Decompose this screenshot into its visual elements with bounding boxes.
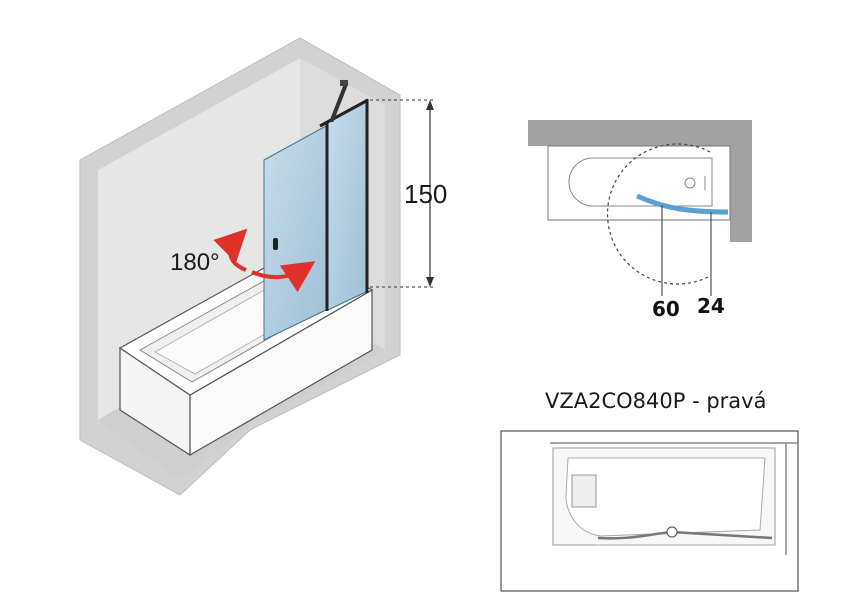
dim-24-label: 24: [697, 294, 725, 318]
plan-view-diagram: VZA2CO840P - pravá: [500, 389, 799, 592]
glass-top-rail: [319, 98, 369, 128]
plan-view-title: VZA2CO840P - pravá: [545, 389, 766, 413]
top-view-wall: [528, 120, 752, 242]
plan-view-tub-basin: [565, 457, 766, 537]
top-view-glass-line: [636, 193, 729, 215]
rotation-label: 180°: [170, 249, 220, 276]
stabilizer-clamp-icon: [340, 80, 348, 86]
top-view-drain-icon: [684, 177, 696, 189]
plan-view-drain-icon: [666, 526, 678, 538]
plan-view-headrest-icon: [571, 474, 597, 508]
height-dim-arrow-top-icon: [426, 100, 434, 110]
height-dim-arrow-bottom-icon: [426, 277, 434, 287]
top-view-diagram: 60 24: [528, 120, 752, 321]
top-view-basin: [568, 157, 713, 207]
iso-bathtub-view: 150 180°: [79, 37, 447, 496]
stabilizer-bar-icon: [330, 82, 348, 122]
top-view-swing-arc: [606, 143, 711, 285]
glass-handle: [273, 238, 278, 250]
glass-panel-fixed: [327, 99, 367, 311]
rotation-arrow-icon: [213, 228, 248, 272]
rotation-arrow-lower-icon: [251, 261, 316, 293]
dim-60-label: 60: [652, 297, 680, 321]
height-label: 150: [404, 179, 447, 209]
glass-panel-swing: [263, 125, 327, 341]
